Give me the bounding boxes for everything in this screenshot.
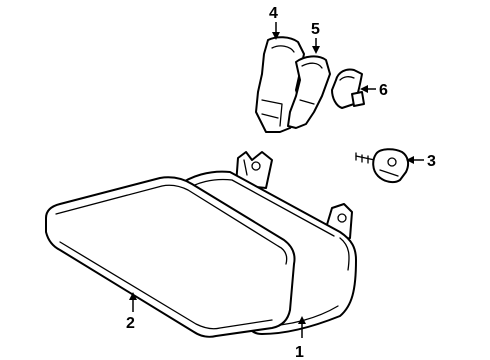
- callout-2: 2: [126, 292, 137, 332]
- callout-6: 6: [360, 82, 388, 99]
- part-2-seat-cushion: [45, 176, 296, 338]
- callout-1-label: 1: [295, 344, 304, 360]
- callout-5-label: 5: [311, 21, 320, 38]
- callout-4: 4: [269, 5, 280, 40]
- callout-3-label: 3: [427, 153, 436, 170]
- callout-1: 1: [295, 316, 306, 360]
- part-6-cap: [331, 68, 365, 109]
- part-5-inner-trim: [287, 55, 331, 129]
- callout-6-label: 6: [379, 82, 388, 99]
- callout-4-label: 4: [269, 5, 278, 22]
- part-3-hinge-bolt: [355, 148, 410, 184]
- callout-2-label: 2: [126, 315, 135, 332]
- callout-5: 5: [311, 21, 320, 54]
- callout-3: 3: [406, 153, 436, 170]
